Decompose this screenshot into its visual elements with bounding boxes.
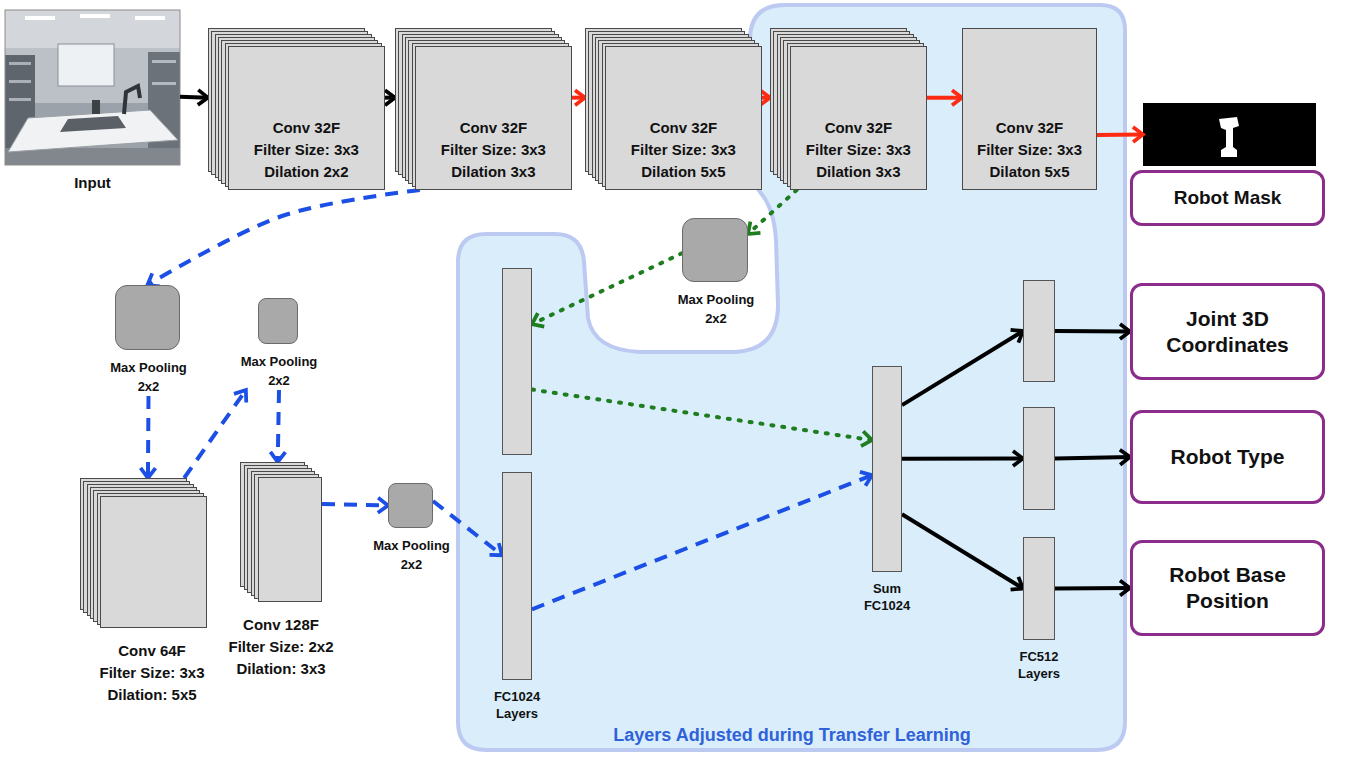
pool-label: Max Pooling 2x2 xyxy=(233,352,325,390)
fc-bar xyxy=(502,472,532,680)
layer-label: Dilation: 3x3 xyxy=(236,658,325,680)
pool-box: Max Pooling 2x2 xyxy=(682,218,748,282)
fc-caption: FC512 Layers xyxy=(1009,648,1069,682)
input-label: Input xyxy=(74,173,111,193)
conv-stack: Conv 32FFilter Size: 3x3Dilation 3x3 xyxy=(770,28,927,190)
connector-arrow xyxy=(278,390,279,462)
fc-bar xyxy=(502,268,532,455)
output-label: Robot Mask xyxy=(1174,186,1282,210)
layer-label: Conv 32F xyxy=(650,117,718,139)
layer-label: Conv 128F xyxy=(243,614,319,636)
pool-caption: Max Pooling 2x2 xyxy=(670,290,762,328)
conv-stack: Conv 128FFilter Size: 2x2Dilation: 3x3 xyxy=(240,462,322,602)
fc-layer: Sum FC1024 xyxy=(872,366,902,572)
conv-stack: Conv 32FFilter Size: 3x3Dilation 2x2 xyxy=(208,28,385,190)
layer-label: Dilation 3x3 xyxy=(816,161,900,183)
connector-arrow xyxy=(902,457,1023,461)
feature-map xyxy=(100,496,207,628)
connector-arrow xyxy=(1097,133,1143,137)
fc-bar xyxy=(1023,280,1055,382)
layer-label: Filter Size: 2x2 xyxy=(228,636,333,658)
conv-stack: Conv 32FFilter Size: 3x3Dilation 5x5 xyxy=(585,28,762,190)
layer-label: Dilation 3x3 xyxy=(451,161,535,183)
feature-map: Conv 32FFilter Size: 3x3Dilaton 5x5 xyxy=(962,28,1097,190)
pool-label: Max Pooling 2x2 xyxy=(366,536,458,574)
input-image: Input xyxy=(5,10,180,165)
output-box: Robot Type xyxy=(1130,410,1325,504)
fc-caption: FC1024 Layers xyxy=(487,688,547,722)
layer-label: Filter Size: 3x3 xyxy=(977,139,1082,161)
connector-arrow xyxy=(148,190,420,285)
fc-label: FC1024 Layers xyxy=(487,688,547,722)
mask-slot xyxy=(1143,103,1316,166)
layer-label: Conv 32F xyxy=(996,117,1064,139)
fc-bar xyxy=(872,366,902,572)
pool-caption: Max Pooling 2x2 xyxy=(233,352,325,390)
output-label: Robot Base Position xyxy=(1141,562,1314,614)
feature-map: Conv 32FFilter Size: 3x3Dilation 3x3 xyxy=(415,46,572,190)
layer-label: Conv 32F xyxy=(825,117,893,139)
pool-caption: Max Pooling 2x2 xyxy=(366,536,458,574)
conv-stack: Conv 64FFilter Size: 3x3Dilation: 5x5 xyxy=(80,478,207,628)
connector-arrow xyxy=(184,390,246,478)
connector-arrow xyxy=(1055,586,1130,591)
fc-bar xyxy=(1023,407,1055,510)
fc-layers: FC1024 Layers xyxy=(502,268,532,680)
fc-layers: FC512 Layers xyxy=(1023,280,1055,640)
connector-arrow xyxy=(385,96,395,100)
output-box: Robot Mask xyxy=(1130,170,1325,226)
image-caption: Input xyxy=(33,173,153,193)
mask-output: Robot Mask xyxy=(1130,103,1325,226)
pool-label: Max Pooling 2x2 xyxy=(670,290,762,328)
output-box: Joint 3D Coordinates xyxy=(1130,283,1325,380)
region-shape xyxy=(458,5,1125,750)
feature-map: Conv 32FFilter Size: 3x3Dilation 2x2 xyxy=(228,46,385,190)
pool-label: Max Pooling 2x2 xyxy=(103,358,195,396)
fc-label: FC512 Layers xyxy=(1009,648,1069,682)
layer-label: Filter Size: 3x3 xyxy=(254,139,359,161)
connector-arrow xyxy=(927,96,962,100)
layer-label: Conv 32F xyxy=(460,117,528,139)
connector-arrow xyxy=(1055,329,1130,334)
layer-label: Dilaton 5x5 xyxy=(989,161,1069,183)
layer-caption: Conv 64FFilter Size: 3x3Dilation: 5x5 xyxy=(62,640,242,706)
pool-caption: Max Pooling 2x2 xyxy=(103,358,195,396)
connector-arrow xyxy=(180,95,208,100)
layer-label: Conv 64F xyxy=(118,640,186,662)
output-label: Joint 3D Coordinates xyxy=(1141,306,1314,358)
connector-arrow xyxy=(572,96,585,100)
conv-box: Conv 32FFilter Size: 3x3Dilaton 5x5 xyxy=(962,28,1097,190)
region-label: Layers Adjusted during Transfer Learning xyxy=(613,724,970,746)
feature-map xyxy=(258,477,323,602)
layer-label: Dilation 5x5 xyxy=(641,161,725,183)
layer-label: Dilation 2x2 xyxy=(264,161,348,183)
layer-label: Filter Size: 3x3 xyxy=(441,139,546,161)
output-box: Robot Base Position xyxy=(1130,540,1325,636)
connector-arrow xyxy=(762,96,770,100)
feature-map: Conv 32FFilter Size: 3x3Dilation 3x3 xyxy=(790,46,927,190)
feature-map: Conv 32FFilter Size: 3x3Dilation 5x5 xyxy=(605,46,762,190)
layer-label: Conv 32F xyxy=(273,117,341,139)
layer-caption: Conv 128FFilter Size: 2x2Dilation: 3x3 xyxy=(201,614,361,680)
layer-label: Dilation: 5x5 xyxy=(107,684,196,706)
conv-stack: Conv 32FFilter Size: 3x3Dilation 3x3 xyxy=(395,28,572,190)
connector-arrow xyxy=(1055,457,1130,459)
pool-box: Max Pooling 2x2 xyxy=(115,285,180,350)
robot-mask-image xyxy=(1143,103,1316,166)
layer-label: Filter Size: 3x3 xyxy=(631,139,736,161)
transfer-region: Conv 32FFilter Size: 3x3Dilation 3x3Conv… xyxy=(456,2,1128,754)
fc-caption: Sum FC1024 xyxy=(857,580,917,614)
connector-arrow xyxy=(322,504,388,506)
output-label: Robot Type xyxy=(1171,444,1285,470)
fc-label: Sum FC1024 xyxy=(857,580,917,614)
layer-label: Filter Size: 3x3 xyxy=(99,662,204,684)
input-photo xyxy=(5,10,180,165)
pool-box: Max Pooling 2x2 xyxy=(258,298,298,344)
connector-arrow xyxy=(146,396,151,478)
fc-bar xyxy=(1023,537,1055,640)
layer-label: Filter Size: 3x3 xyxy=(806,139,911,161)
region-caption: Layers Adjusted during Transfer Learning xyxy=(456,724,1128,746)
pool-box: Max Pooling 2x2 xyxy=(388,483,433,528)
